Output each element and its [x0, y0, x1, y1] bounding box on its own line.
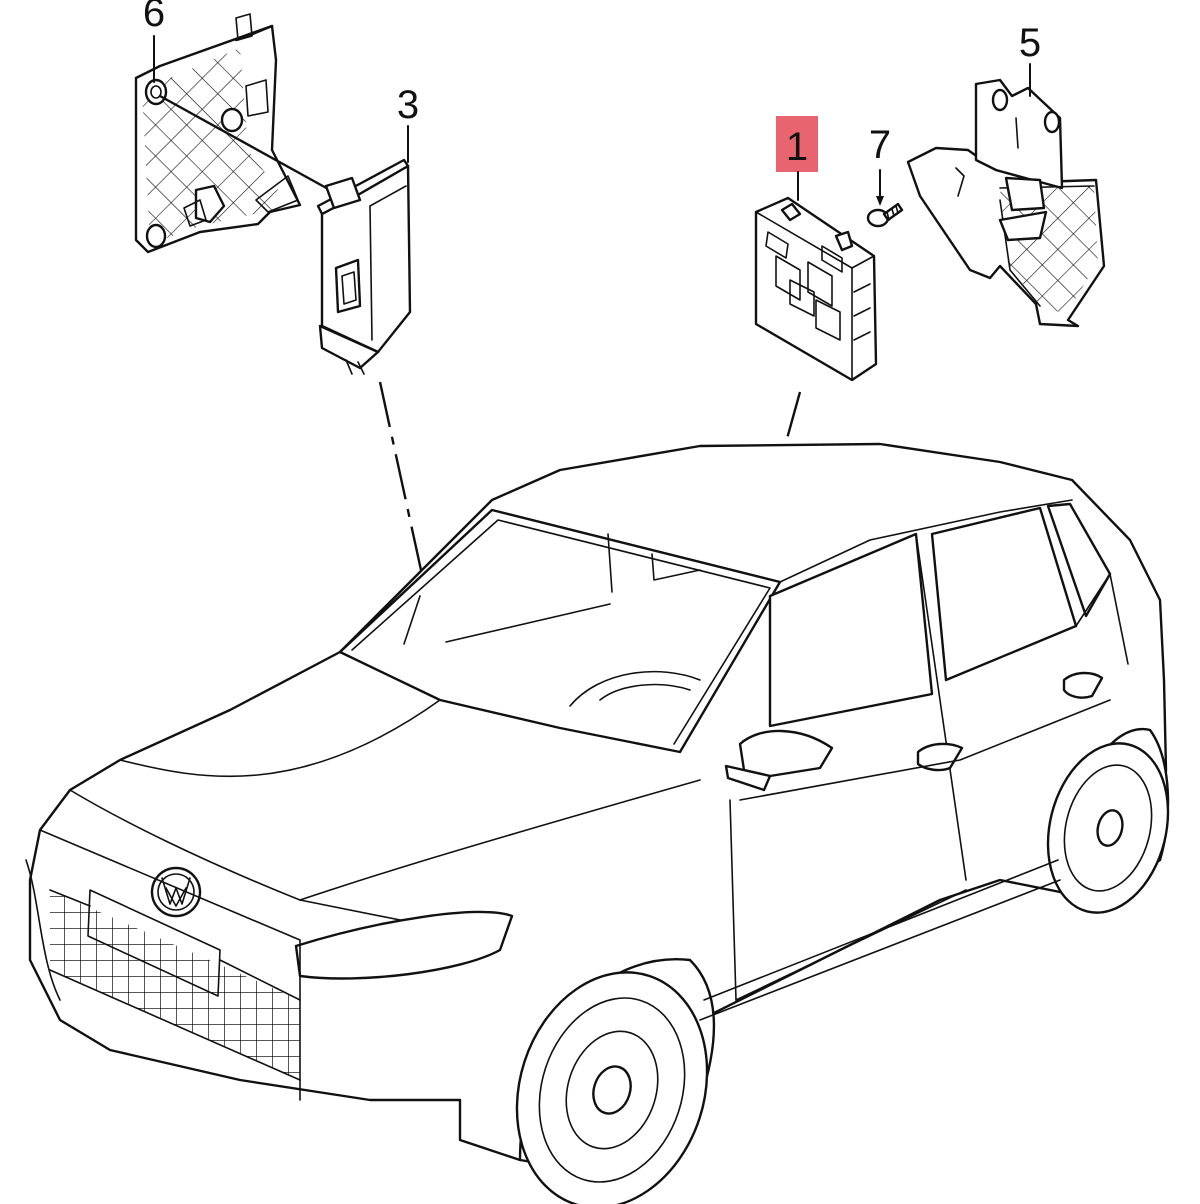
highlight-box	[776, 116, 818, 172]
part-7-screw	[866, 169, 904, 228]
part-1-module	[754, 116, 878, 382]
callout-1: 1	[786, 125, 808, 169]
part-5-holder	[906, 63, 1106, 328]
callout-5: 5	[1019, 21, 1041, 65]
callout-7: 7	[869, 123, 891, 167]
part-6-bracket	[134, 13, 332, 254]
callout-3: 3	[397, 83, 419, 127]
part-3-control-unit	[316, 125, 412, 375]
callout-6: 6	[143, 0, 165, 35]
vehicle-outline	[25, 442, 1170, 1204]
